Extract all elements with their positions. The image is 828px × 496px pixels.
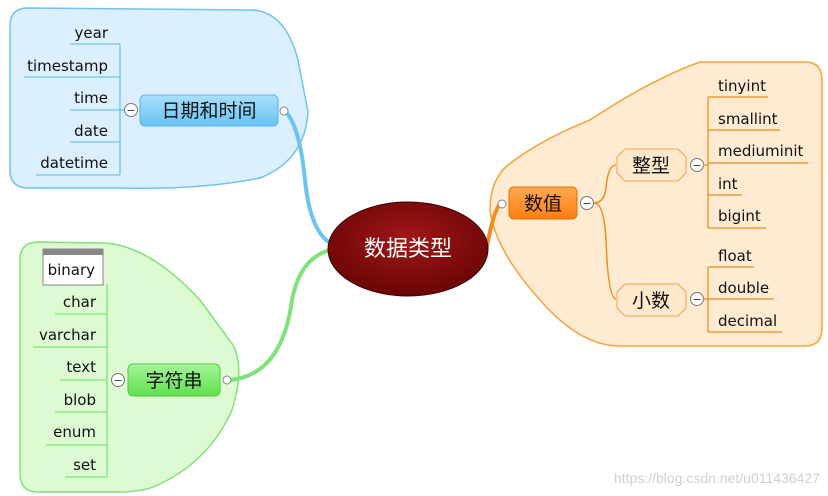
leaf-double[interactable]: double (718, 279, 769, 297)
leaf-bigint[interactable]: bigint (718, 207, 761, 225)
decimal-node[interactable] (616, 283, 687, 317)
integer-node[interactable] (616, 148, 687, 182)
connector-string (228, 248, 332, 382)
binary-titlebar (43, 249, 103, 255)
decimal-leaf-lines (703, 266, 782, 333)
svg-text:−: − (692, 293, 701, 306)
string-leaves: binary char varchar text blob enum set (39, 261, 97, 474)
numeric-collapse-button[interactable]: − (580, 196, 594, 211)
string-connector-dot (222, 375, 232, 385)
datetime-node-label: 日期和时间 (161, 100, 256, 122)
leaf-int[interactable]: int (718, 175, 738, 193)
numeric-to-integer-connector (593, 164, 617, 204)
svg-text:−: − (692, 159, 701, 172)
leaf-timestamp[interactable]: timestamp (27, 57, 108, 75)
integer-leaf-lines (703, 96, 808, 229)
leaf-year[interactable]: year (75, 24, 109, 42)
leaf-tinyint[interactable]: tinyint (718, 77, 766, 95)
leaf-date[interactable]: date (74, 122, 108, 140)
leaf-float[interactable]: float (718, 247, 752, 265)
leaf-blob[interactable]: blob (64, 391, 96, 409)
string-node-label: 字符串 (145, 370, 202, 392)
numeric-node-label: 数值 (524, 193, 562, 215)
decimal-collapse-button[interactable]: − (690, 292, 704, 307)
string-node[interactable] (127, 363, 221, 397)
watermark: https://blog.csdn.net/u011436427 (614, 470, 820, 486)
numeric-node[interactable] (508, 186, 578, 220)
connector-datetime (284, 110, 332, 245)
leaf-smallint[interactable]: smallint (718, 110, 778, 128)
numeric-boundary (489, 61, 823, 347)
numeric-connector-dot (497, 199, 507, 209)
svg-text:−: − (126, 104, 135, 117)
leaf-mediuminit[interactable]: mediuminit (718, 142, 803, 160)
datetime-connector-dot (279, 106, 289, 116)
datetime-leaf-lines (24, 43, 125, 176)
leaf-datetime[interactable]: datetime (40, 154, 108, 172)
leaf-text[interactable]: text (66, 358, 96, 376)
decimal-node-label: 小数 (632, 290, 670, 312)
datetime-collapse-button[interactable]: − (124, 103, 138, 118)
integer-node-label: 整型 (632, 155, 670, 177)
svg-text:−: − (582, 197, 591, 210)
leaf-time[interactable]: time (74, 89, 108, 107)
leaf-enum[interactable]: enum (53, 423, 96, 441)
svg-text:−: − (113, 374, 122, 387)
leaf-decimal[interactable]: decimal (718, 312, 777, 330)
leaf-set[interactable]: set (73, 456, 96, 474)
leaf-char[interactable]: char (63, 293, 97, 311)
leaf-varchar[interactable]: varchar (39, 326, 97, 344)
central-topic-node[interactable] (327, 201, 489, 297)
string-collapse-button[interactable]: − (111, 373, 125, 388)
integer-leaves: tinyint smallint mediuminit int bigint (718, 77, 803, 225)
central-topic-label: 数据类型 (364, 237, 452, 262)
datetime-node[interactable] (139, 94, 279, 127)
leaf-binary[interactable]: binary (48, 261, 96, 279)
integer-collapse-button[interactable]: − (690, 158, 704, 173)
datetime-leaves: year timestamp time date datetime (27, 24, 109, 172)
decimal-leaves: float double decimal (718, 247, 777, 330)
numeric-to-decimal-connector (593, 202, 617, 300)
